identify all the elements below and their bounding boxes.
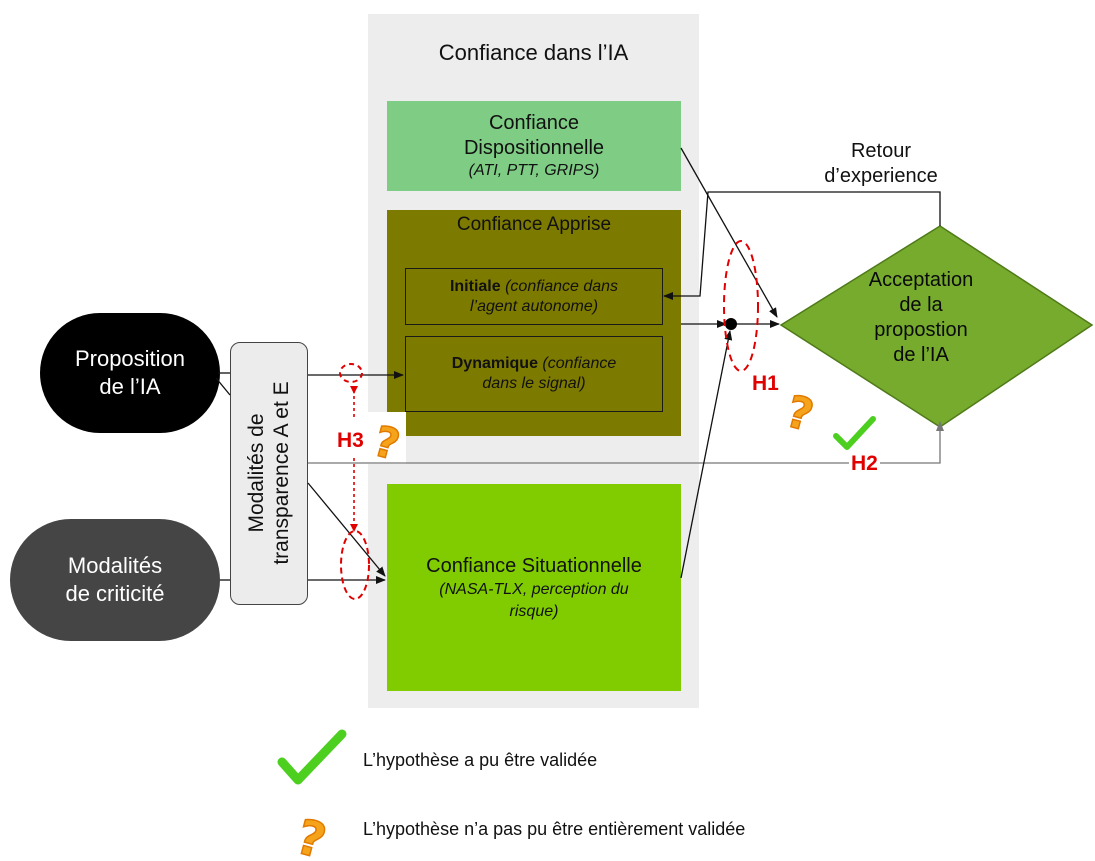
acceptance-line4: de l’IA	[893, 344, 949, 366]
dynamic-desc-2: dans le signal)	[482, 375, 586, 392]
arrow-feedback	[663, 191, 941, 300]
learned-trust-box	[387, 210, 681, 436]
situational-trust-box: Confiance Situationnelle (NASA-TLX, perc…	[387, 484, 681, 691]
question-mark-icon: ?	[368, 415, 406, 470]
acceptance-label: Acceptation de la propostion de l’IA	[836, 268, 1006, 368]
h3-background	[330, 412, 406, 464]
transparency-node	[230, 342, 308, 605]
ai-proposal-node: Proposition de l’IA	[40, 313, 220, 433]
acceptance-line1: Acceptation	[868, 269, 974, 291]
learned-trust-title: Confiance Apprise	[456, 214, 612, 235]
ai-proposal-line2: de l’IA	[99, 374, 161, 399]
dynamic-desc-1: (confiance	[537, 355, 617, 372]
dynamic-trust-box: Dynamique (confiance dans le signal)	[405, 336, 663, 412]
ai-proposal-line1: Proposition	[74, 346, 186, 371]
initial-label: Initiale	[449, 277, 501, 295]
question-mark-icon: ?	[780, 385, 819, 442]
question-mark-icon: ?	[290, 808, 333, 861]
connector	[215, 377, 231, 396]
panel-title: Confiance dans l’IA	[438, 40, 629, 65]
feedback-line1: Retour	[850, 140, 912, 162]
dispositional-title-line2: Dispositionnelle	[463, 137, 605, 159]
dispositional-title-line1: Confiance	[488, 112, 580, 134]
criticality-node: Modalités de criticité	[10, 519, 220, 641]
dynamic-label: Dynamique	[451, 355, 538, 372]
arrow-dispositional-to-acceptance	[680, 147, 778, 318]
legend-partial-text: L’hypothèse n’a pas pu être entièrement …	[363, 819, 746, 839]
situational-title: Confiance Situationnelle	[426, 554, 642, 577]
feedback-label: Retour d’experience	[820, 139, 942, 189]
check-icon	[277, 729, 347, 785]
check-icon	[833, 416, 876, 450]
svg-text:?: ?	[290, 809, 331, 861]
criticality-line1: Modalités	[67, 553, 163, 578]
arrow-h2	[308, 421, 944, 464]
dispositional-trust-box: Confiance Dispositionnelle (ATI, PTT, GR…	[387, 101, 681, 191]
initial-trust-box: Initiale (confiance dans l’agent autonom…	[405, 268, 663, 325]
h1-ellipse	[723, 240, 759, 372]
hypothesis-h3-label: H3	[337, 429, 364, 452]
arrow-to-situational-diag	[307, 482, 386, 577]
feedback-line2: d’experience	[824, 165, 938, 187]
h3-ellipse-bottom	[340, 530, 370, 600]
hypothesis-h2-label: H2	[849, 452, 880, 476]
acceptance-line2: de la	[899, 294, 943, 316]
svg-text:?: ?	[781, 386, 819, 442]
initial-desc-1: (confiance dans	[500, 277, 619, 295]
dispositional-measures: (ATI, PTT, GRIPS)	[468, 162, 600, 179]
arrow-situational-to-junction	[680, 330, 733, 579]
legend-validated-text: L’hypothèse a pu être validée	[363, 750, 598, 770]
initial-desc-2: l’agent autonome)	[469, 297, 599, 315]
h3-ellipse-top	[339, 363, 363, 383]
junction-dot	[725, 318, 737, 330]
situational-measures-1: (NASA-TLX, perception du	[439, 580, 629, 598]
hypothesis-h1-label: H1	[752, 372, 779, 395]
criticality-line2: de criticité	[65, 581, 165, 606]
svg-text:?: ?	[369, 416, 405, 470]
situational-measures-2: risque)	[509, 602, 559, 620]
acceptance-line3: propostion	[874, 319, 968, 341]
